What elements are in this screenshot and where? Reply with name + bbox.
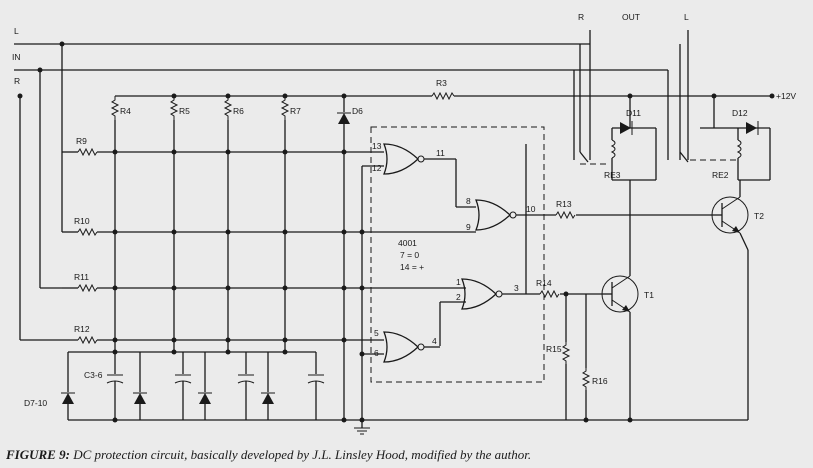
supply-label: +12V [776,91,796,101]
ic-pin14: 14 = + [400,262,424,272]
pin-10: 10 [526,204,536,214]
labels: L IN R R OUT L +12V R3 R4 R5 R6 R7 D6 R9… [12,12,796,408]
label-d12: D12 [732,108,748,118]
caption-text: DC protection circuit, basically develop… [69,447,532,462]
supply-rail [115,91,775,101]
label-c3-6: C3-6 [84,370,103,380]
label-t1: T1 [644,290,654,300]
terminal-l-in: L [14,26,19,36]
zener-d6 [337,96,351,420]
nor-gates [362,143,556,363]
terminal-r-in: R [14,76,20,86]
ic-part: 4001 [398,238,417,248]
pin-1: 1 [456,277,461,287]
label-d11: D11 [626,108,641,118]
pin-9: 9 [466,222,471,232]
figure-caption: FIGURE 9: DC protection circuit, basical… [6,447,806,463]
label-r9: R9 [76,136,87,146]
label-re3: RE3 [604,170,621,180]
terminal-l-out: L [684,12,689,22]
label-d6: D6 [352,106,363,116]
ic-pin7: 7 = 0 [400,250,419,260]
label-r11: R11 [74,272,89,282]
dc-protection-schematic: L IN R R OUT L +12V R3 R4 R5 R6 R7 D6 R9… [12,12,796,435]
terminal-in: IN [12,52,21,62]
pin-3: 3 [514,283,519,293]
label-r12: R12 [74,324,90,334]
cap-diode-bank [61,349,365,423]
pin-5: 5 [374,328,379,338]
terminal-out: OUT [622,12,640,22]
caption-label: FIGURE 9: [6,447,70,462]
label-r7: R7 [290,106,301,116]
pin-2: 2 [456,292,461,302]
pin-13: 13 [372,141,382,151]
ground-symbol [354,420,370,435]
relay-re3 [573,30,657,181]
label-r13: R13 [556,199,572,209]
label-r5: R5 [179,106,190,116]
label-r14: R14 [536,278,552,288]
pin-8: 8 [466,196,471,206]
input-lines [14,41,668,340]
label-r6: R6 [233,106,244,116]
label-r15: R15 [546,344,562,354]
output-driver [362,180,749,423]
label-re2: RE2 [712,170,729,180]
label-r16: R16 [592,376,608,386]
terminal-r-out: R [578,12,584,22]
ic-4001-outline [370,126,545,383]
pin-12: 12 [372,163,382,173]
pin-11: 11 [436,148,445,158]
label-r3: R3 [436,78,447,88]
label-r10: R10 [74,216,90,226]
label-d7-10: D7-10 [24,398,47,408]
pin-6: 6 [374,348,379,358]
relay-re2 [667,30,771,181]
label-t2: T2 [754,211,764,221]
signal-rows [20,147,476,420]
label-r4: R4 [120,106,131,116]
pullup-resistors [110,96,290,352]
pin-4: 4 [432,336,437,346]
